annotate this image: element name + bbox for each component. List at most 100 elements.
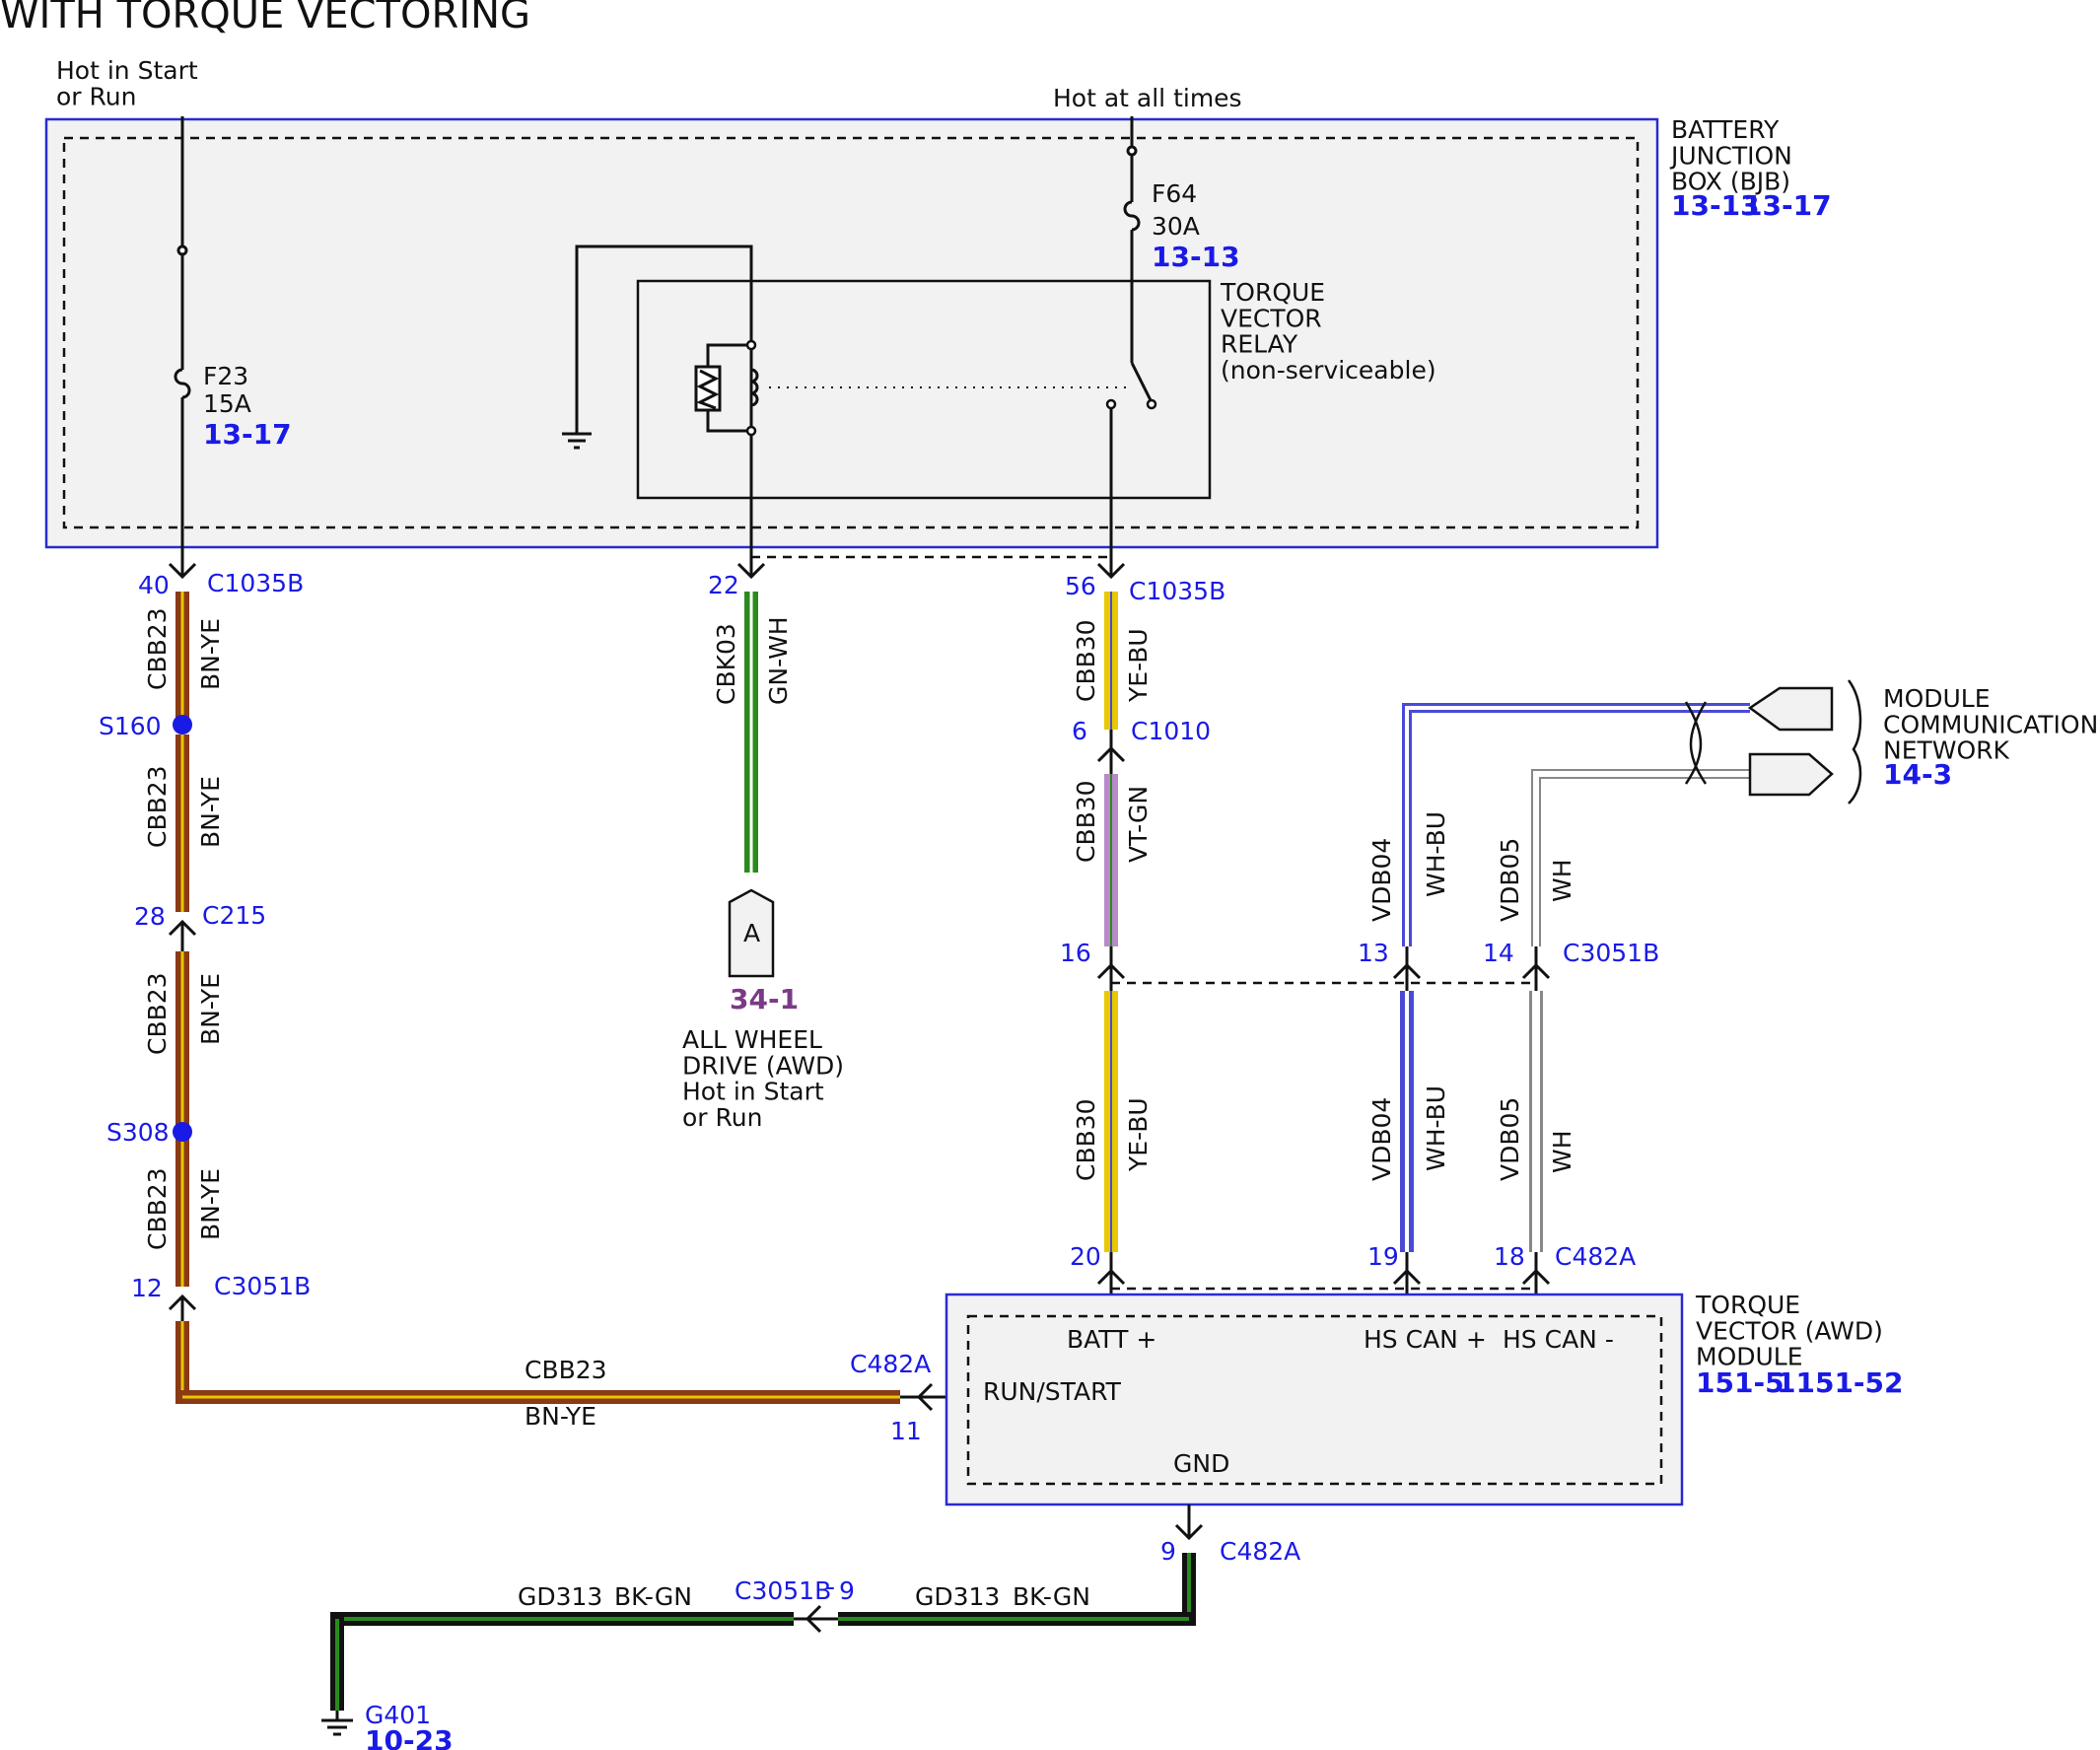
awd-ref[interactable]: 34-1 (730, 983, 799, 1015)
diagram-title: WITH TORQUE VECTORING (0, 0, 530, 37)
bjb-ref-2[interactable]: 13-17 (1743, 189, 1832, 222)
cbk03-wire (744, 592, 758, 873)
pin-22: 22 (708, 571, 739, 599)
wire-label-bnye-3: BN-YE (196, 973, 225, 1045)
fuse-f23-ref[interactable]: 13-17 (203, 418, 292, 451)
battery-junction-box (44, 117, 1659, 549)
wire-label-bkgn-right: BK-GN (1013, 1582, 1090, 1611)
gd313-wire (330, 1553, 1196, 1711)
pin-20: 20 (1070, 1242, 1101, 1271)
wire-label-yebu-2: YE-BU (1124, 1097, 1153, 1172)
splice-s308[interactable] (173, 1122, 192, 1142)
pin-19: 19 (1367, 1242, 1399, 1271)
wire-label-cbb30-2: CBB30 (1072, 780, 1100, 863)
fuse-f64-rating: 30A (1152, 212, 1200, 241)
mcn-brace (1847, 679, 1862, 805)
wire-label-vdb04-2: VDB04 (1367, 1097, 1396, 1181)
torque-vector-module (945, 1293, 1684, 1506)
wire-label-yebu-1: YE-BU (1124, 628, 1153, 703)
wire-label-cbb23-1: CBB23 (143, 607, 172, 690)
pin-13: 13 (1358, 939, 1389, 967)
splice-s160[interactable] (173, 715, 192, 735)
bjb-ref-1[interactable]: 13-13 (1671, 189, 1760, 222)
conn-c215[interactable]: C215 (202, 901, 266, 930)
mcn-ref[interactable]: 14-3 (1883, 758, 1952, 791)
module-gnd-pin: GND (1173, 1449, 1229, 1478)
fuse-f64-id: F64 (1152, 179, 1197, 208)
pin-40: 40 (138, 571, 170, 599)
module-hscanm-pin: HS CAN - (1503, 1325, 1614, 1354)
conn-c482a-left[interactable]: C482A (850, 1350, 931, 1378)
wire-label-vdb05-2: VDB05 (1496, 1097, 1524, 1181)
vdb05-wire (1529, 769, 1750, 1252)
conn-c1035b-left[interactable]: C1035B (207, 569, 304, 597)
ground-g401-icon (321, 1711, 353, 1736)
pin-6: 6 (1072, 717, 1087, 745)
conn-c3051b-left[interactable]: C3051B (214, 1272, 311, 1300)
conn-c1010[interactable]: C1010 (1131, 717, 1211, 745)
fuse-f64-ref[interactable]: 13-13 (1152, 241, 1240, 273)
pin-11: 11 (890, 1417, 922, 1445)
pin-9: 9 (1160, 1537, 1176, 1566)
pin-28: 28 (134, 902, 166, 931)
wire-label-bnye-horiz: BN-YE (525, 1402, 596, 1431)
wire-label-bnye-2: BN-YE (196, 776, 225, 848)
pin-dash: - (826, 1573, 835, 1601)
conn-c3051b-bottom[interactable]: C3051B (735, 1576, 831, 1605)
wire-label-whbu-1: WH-BU (1422, 811, 1450, 897)
wire-label-cbk03: CBK03 (712, 623, 740, 705)
wire-label-cbb23-horiz: CBB23 (525, 1356, 607, 1384)
ground-g401-label[interactable]: G401 (365, 1701, 431, 1729)
module-batt-pin: BATT + (1067, 1325, 1156, 1354)
cbb23-wire-left (175, 592, 900, 1404)
conn-c482a-top[interactable]: C482A (1555, 1242, 1636, 1271)
f23-feed (174, 116, 191, 577)
wire-label-wh-2: WH (1548, 1130, 1576, 1173)
awd-page-ref-flag[interactable] (728, 888, 775, 978)
conn-c3051b-right[interactable]: C3051B (1563, 939, 1659, 967)
wire-label-vtgn: VT-GN (1124, 786, 1153, 863)
mcn-flag-2[interactable] (1748, 752, 1834, 797)
module-ref-1[interactable]: 151-5 (1696, 1366, 1785, 1399)
relay-ground-icon (562, 432, 592, 450)
wire-label-bkgn-left: BK-GN (614, 1582, 692, 1611)
hot-at-all-times-label: Hot at all times (1053, 84, 1242, 112)
fuse-f23-id: F23 (203, 362, 248, 390)
wire-label-cbb23-4: CBB23 (143, 1167, 172, 1250)
wire-label-cbb23-3: CBB23 (143, 972, 172, 1055)
pin-12: 12 (131, 1274, 163, 1302)
conn-c482a-bottom[interactable]: C482A (1220, 1537, 1300, 1566)
wire-label-gnwh: GN-WH (764, 616, 793, 705)
wire-label-gd313-left: GD313 (518, 1582, 602, 1611)
wire-label-cbb23-2: CBB23 (143, 765, 172, 848)
splice-s160-label[interactable]: S160 (99, 712, 162, 740)
module-runstart-pin: RUN/START (983, 1377, 1122, 1406)
wire-label-wh-1: WH (1548, 859, 1576, 902)
left-connectors (168, 552, 971, 1412)
pin-16: 16 (1060, 939, 1091, 967)
twisted-pair-icon (1684, 701, 1708, 785)
f64-feed (1123, 116, 1141, 363)
wire-label-bnye-1: BN-YE (196, 618, 225, 690)
wire-label-gd313-right: GD313 (915, 1582, 1000, 1611)
pin-18: 18 (1494, 1242, 1525, 1271)
awd-flag-letter: A (743, 919, 760, 947)
ground-g401-ref[interactable]: 10-23 (365, 1724, 454, 1750)
conn-c1035b-right[interactable]: C1035B (1129, 577, 1225, 605)
pin-14: 14 (1483, 939, 1514, 967)
wire-label-vdb05-1: VDB05 (1496, 838, 1524, 922)
mcn-flag-1[interactable] (1747, 686, 1834, 732)
fuse-f23-rating: 15A (203, 389, 251, 418)
module-hscanp-pin: HS CAN + (1364, 1325, 1487, 1354)
splice-s308-label[interactable]: S308 (106, 1118, 170, 1147)
module-ref-2[interactable]: 1151-52 (1777, 1366, 1904, 1399)
vdb04-wire (1400, 703, 1750, 1252)
wire-label-bnye-4: BN-YE (196, 1168, 225, 1240)
